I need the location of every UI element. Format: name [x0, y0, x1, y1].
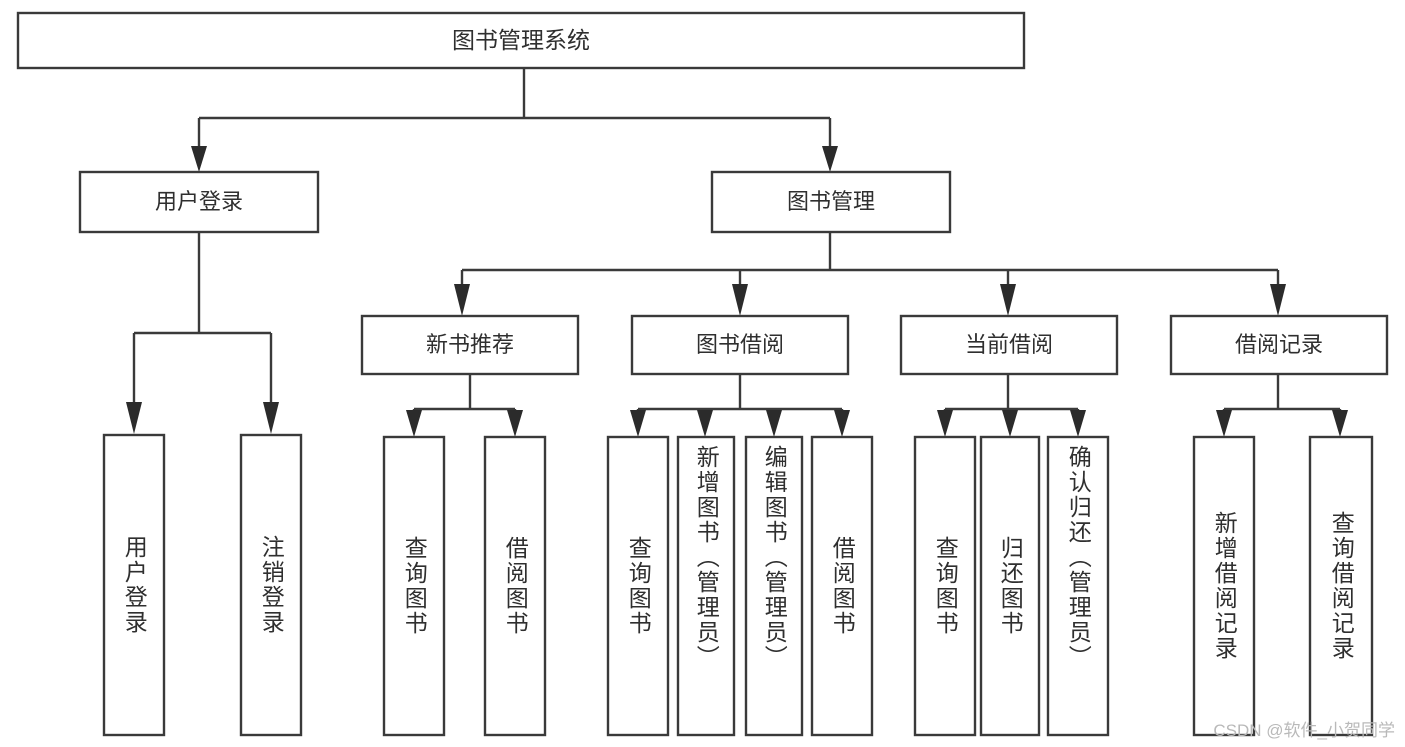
node-new-book-recommend-label: 新书推荐: [426, 332, 514, 357]
leaf-box-currentborrow-2[interactable]: [979, 435, 1041, 737]
node-current-borrow[interactable]: 当前借阅: [899, 314, 1119, 376]
node-root-system[interactable]: 图书管理系统: [16, 11, 1026, 70]
csdn-watermark: CSDN @软件_小贺同学: [1213, 721, 1395, 740]
node-user-login-label: 用户登录: [155, 189, 243, 214]
leaf-box-bookborrow-3[interactable]: [744, 435, 804, 737]
leaf-box-user-login-2[interactable]: [239, 433, 303, 737]
connector-userlogin-to-leaves: [126, 232, 279, 434]
node-user-login[interactable]: 用户登录: [78, 170, 320, 234]
node-borrow-record[interactable]: 借阅记录: [1169, 314, 1389, 376]
leaf-box-bookborrow-2[interactable]: [676, 435, 736, 737]
node-current-borrow-label: 当前借阅: [965, 332, 1053, 357]
leaf-box-currentborrow-1[interactable]: [913, 435, 977, 737]
node-book-management-label: 图书管理: [787, 189, 875, 214]
connector-bookmgmt-to-level3: [454, 232, 1286, 316]
leaf-boxes-borrow-record: [1192, 435, 1374, 737]
connector-borrowrecord-to-leaves: [1216, 374, 1348, 437]
leaf-boxes-book-borrow: [606, 435, 874, 737]
connector-currentborrow-to-leaves: [937, 374, 1086, 437]
node-root-system-label: 图书管理系统: [452, 27, 590, 53]
connector-root-to-level2: [191, 68, 838, 172]
node-book-borrow-label: 图书借阅: [696, 332, 784, 357]
connector-bookborrow-to-leaves: [630, 374, 850, 437]
leaf-box-newbook-2[interactable]: [483, 435, 547, 737]
leaf-box-currentborrow-3[interactable]: [1046, 435, 1110, 737]
node-book-borrow[interactable]: 图书借阅: [630, 314, 850, 376]
node-new-book-recommend[interactable]: 新书推荐: [360, 314, 580, 376]
node-borrow-record-label: 借阅记录: [1235, 332, 1323, 357]
leaf-box-borrowrecord-1[interactable]: [1192, 435, 1256, 737]
leaf-boxes-current-borrow: [913, 435, 1110, 737]
leaf-box-bookborrow-1[interactable]: [606, 435, 670, 737]
leaf-box-user-login-1[interactable]: [102, 433, 166, 737]
leaf-box-borrowrecord-2[interactable]: [1308, 435, 1374, 737]
leaf-box-bookborrow-4[interactable]: [810, 435, 874, 737]
node-book-management[interactable]: 图书管理: [710, 170, 952, 234]
leaf-boxes-new-book-recommend: [382, 435, 547, 737]
leaf-boxes-user-login: [102, 433, 303, 737]
leaf-box-newbook-1[interactable]: [382, 435, 446, 737]
connector-newbook-to-leaves: [406, 374, 523, 437]
